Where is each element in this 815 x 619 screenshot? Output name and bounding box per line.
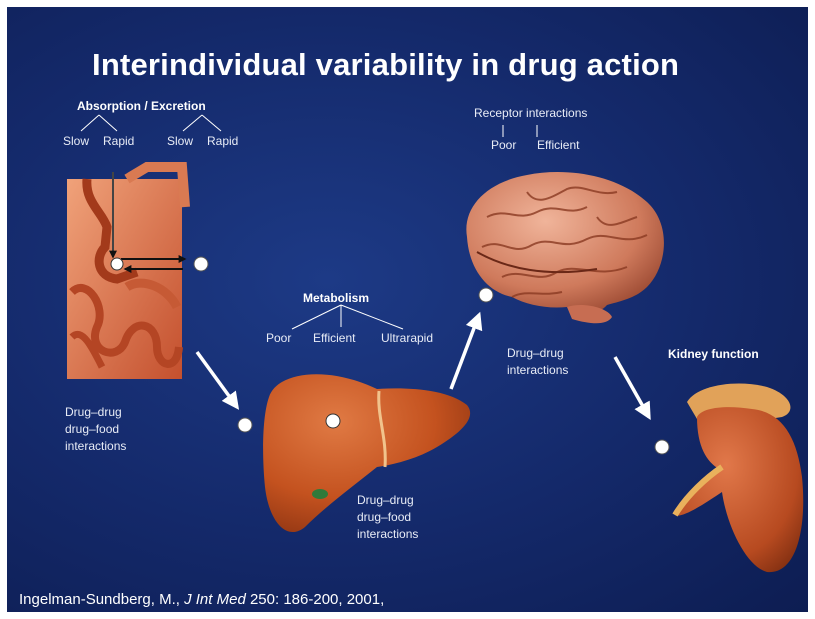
metabolism-note-line-3: interactions [357,526,467,543]
citation-authors: Ingelman-Sundberg, M., [19,591,180,608]
absorption-note-line-1: Drug–drug [65,404,175,421]
citation-journal: J Int Med [184,591,246,608]
kidney-heading: Kidney function [668,347,759,361]
receptor-heading: Receptor interactions [474,106,587,120]
slide: Interindividual variability in drug acti… [7,7,808,612]
receptor-level-1: Poor [491,138,516,152]
citation-details: 250: 186-200, 2001, [250,591,384,608]
receptor-note: Drug–drug interactions [507,345,617,379]
absorption-note: Drug–drug drug–food interactions [65,404,175,455]
absorption-level-1: Slow [63,134,89,148]
arrow-intestine-to-liver [197,352,237,407]
arrow-liver-to-brain [451,315,479,389]
citation: Ingelman-Sundberg, M., J Int Med 250: 18… [19,591,384,608]
node-metabolism [238,418,252,432]
node-absorption [194,257,208,271]
intestine-illustration [67,167,185,379]
node-kidney [655,440,669,454]
metabolism-note: Drug–drug drug–food interactions [357,492,467,543]
metabolism-note-line-2: drug–food [357,509,467,526]
absorption-level-4: Rapid [207,134,238,148]
arrow-brain-to-kidney [615,357,649,417]
metabolism-heading: Metabolism [303,291,369,305]
receptor-level-2: Efficient [537,138,579,152]
absorption-level-2: Rapid [103,134,134,148]
receptor-note-line-1: Drug–drug [507,345,617,362]
absorption-heading: Absorption / Excretion [77,99,206,113]
slide-title: Interindividual variability in drug acti… [92,47,679,83]
metabolism-note-line-1: Drug–drug [357,492,467,509]
brain-illustration [466,172,664,323]
node-receptor [479,288,493,302]
metabolism-level-3: Ultrarapid [381,331,433,345]
absorption-note-line-3: interactions [65,438,175,455]
absorption-tree-lines [81,115,221,131]
absorption-note-line-2: drug–food [65,421,175,438]
receptor-note-line-2: interactions [507,362,617,379]
metabolism-tree-lines [292,305,403,329]
absorption-level-3: Slow [167,134,193,148]
metabolism-level-1: Poor [266,331,291,345]
kidney-illustration [675,383,803,572]
receptor-tree-lines [503,125,537,137]
metabolism-level-2: Efficient [313,331,355,345]
